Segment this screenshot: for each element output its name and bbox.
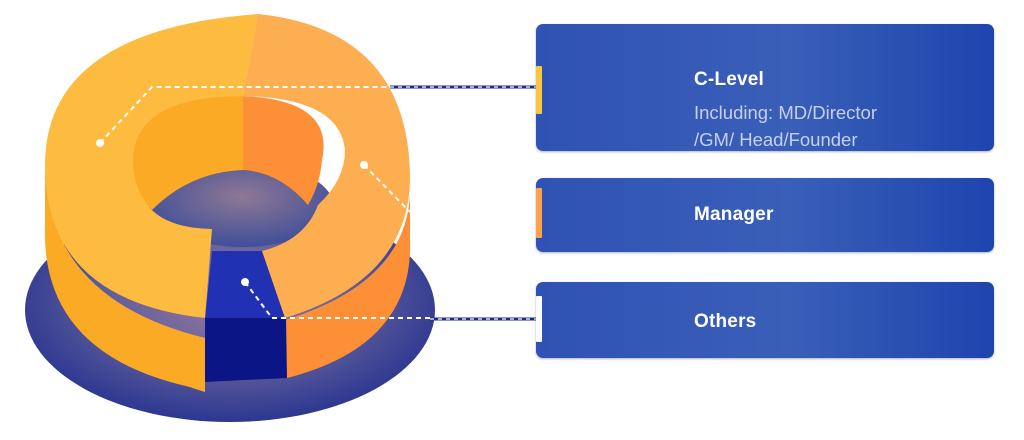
marker-others <box>241 278 249 286</box>
segment-clevel-side-lower <box>45 170 205 392</box>
segment-manager-side <box>285 180 411 378</box>
marker-clevel <box>96 139 104 147</box>
accent-bar-clevel <box>536 66 542 114</box>
legend-subtitle-line-1: Including: MD/Director <box>694 102 878 123</box>
legend-subtitle-clevel: Including: MD/Director /GM/ Head/Founder <box>694 99 877 153</box>
donut-diagram <box>25 14 435 422</box>
marker-manager <box>360 161 368 169</box>
legend-card-clevel: C-Level Including: MD/Director /GM/ Head… <box>536 24 994 151</box>
legend-title-manager: Manager <box>694 204 774 225</box>
legend-title-clevel: C-Level <box>694 69 765 90</box>
legend-subtitle-line-2: /GM/ Head/Founder <box>694 129 858 150</box>
legend-title-others: Others <box>694 311 757 332</box>
accent-bar-manager <box>536 188 542 238</box>
segment-others-front <box>205 318 287 382</box>
legend-card-others: Others <box>536 282 994 358</box>
legend-card-manager: Manager <box>536 178 994 252</box>
accent-bar-others <box>536 296 542 342</box>
